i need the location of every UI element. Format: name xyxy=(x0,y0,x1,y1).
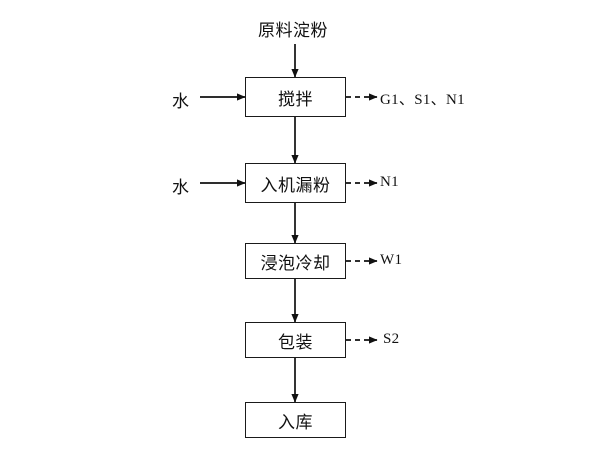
process-box-mixing[interactable]: 搅拌 xyxy=(245,77,346,117)
process-box-soak-cooling-label: 浸泡冷却 xyxy=(260,253,331,274)
input-label-raw-starch: 原料淀粉 xyxy=(258,21,328,41)
output-label-w1: W1 xyxy=(380,252,403,268)
process-box-machine-powder-leak-label: 入机漏粉 xyxy=(260,175,331,196)
output-label-s2: S2 xyxy=(383,331,400,347)
process-box-packaging[interactable]: 包装 xyxy=(245,322,346,358)
process-box-warehousing[interactable]: 入库 xyxy=(245,402,346,438)
process-box-soak-cooling[interactable]: 浸泡冷却 xyxy=(245,243,346,279)
process-box-packaging-label: 包装 xyxy=(278,332,313,353)
input-label-water-1: 水 xyxy=(172,92,190,112)
process-box-mixing-label: 搅拌 xyxy=(278,89,313,110)
process-box-warehousing-label: 入库 xyxy=(278,412,313,433)
output-label-g1-s1-n1: G1、S1、N1 xyxy=(380,92,465,108)
process-box-machine-powder-leak[interactable]: 入机漏粉 xyxy=(245,163,346,203)
input-label-water-2: 水 xyxy=(172,178,190,198)
output-label-n1: N1 xyxy=(380,174,399,190)
